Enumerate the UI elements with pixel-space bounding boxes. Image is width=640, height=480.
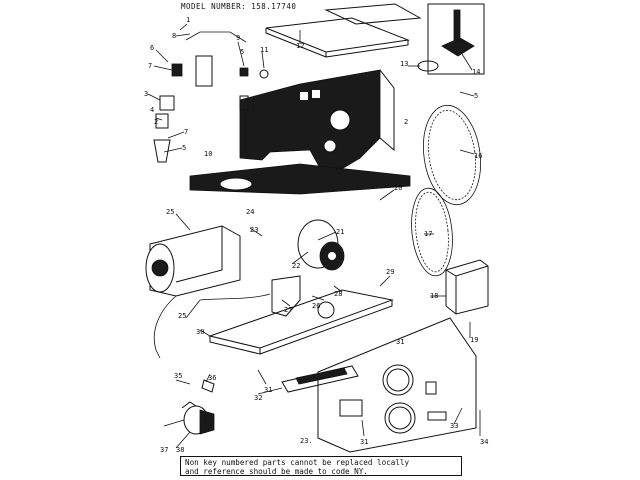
- callout-13: 13: [400, 60, 408, 68]
- spool-pin-assembly: [417, 3, 485, 75]
- machine-bed: [189, 163, 411, 195]
- power-cord: [153, 293, 271, 359]
- callout-37: 37: [160, 446, 168, 454]
- callout-5-right: 5: [474, 92, 478, 100]
- callout-38: 38: [176, 446, 184, 454]
- callout-27: 27: [284, 306, 292, 314]
- callout-19: 19: [470, 336, 478, 344]
- callout-16: 16: [474, 152, 482, 160]
- leader-lines: [147, 23, 481, 449]
- callout-12: 12: [296, 42, 304, 50]
- model-number: 158.17740: [251, 2, 297, 11]
- callout-31-bottom: 31: [360, 438, 368, 446]
- face-plate: [208, 289, 394, 355]
- name-plate: [281, 365, 359, 393]
- light-socket: [181, 379, 215, 435]
- callout-11: 11: [260, 46, 268, 54]
- callout-22: 22: [292, 262, 300, 270]
- page-number: 23.: [300, 437, 313, 445]
- callout-7-mid: 7: [184, 128, 188, 136]
- callout-labels: 1 8 9 6 7 5 11 12 13 14 5 3 4 2 7 5 10 2…: [144, 16, 488, 454]
- callout-17: 17: [424, 230, 432, 238]
- motor: [145, 225, 241, 297]
- callout-35: 35: [174, 372, 182, 380]
- callout-7-top: 7: [148, 62, 152, 70]
- callout-9: 9: [236, 34, 240, 42]
- capacitor-box: [445, 259, 489, 315]
- notice-line-2: and reference should be made to code NY.: [185, 467, 368, 476]
- callout-14: 14: [472, 68, 480, 76]
- callout-34: 34: [480, 438, 488, 446]
- callout-29: 29: [386, 268, 394, 276]
- callout-26: 26: [312, 302, 320, 310]
- callout-28: 28: [334, 290, 342, 298]
- callout-25-top: 25: [166, 208, 174, 216]
- front-cover-panel: [317, 317, 477, 453]
- callout-23: 23: [250, 226, 258, 234]
- callout-5-left: 5: [240, 48, 244, 56]
- callout-8: 8: [172, 32, 176, 40]
- callout-30: 30: [196, 328, 204, 336]
- motor-pulley: [297, 219, 345, 271]
- callout-18: 18: [430, 292, 438, 300]
- small-parts-left: [153, 31, 269, 163]
- notice-line-1: Non key numbered parts cannot be replace…: [185, 458, 410, 467]
- model-number-line: MODEL NUMBER: 158.17740: [181, 2, 296, 11]
- callout-2-right: 2: [404, 118, 408, 126]
- callout-5-mid: 5: [182, 144, 186, 152]
- callout-4: 4: [150, 106, 154, 114]
- callout-33: 33: [450, 422, 458, 430]
- callout-2-left: 2: [154, 118, 158, 126]
- callout-10: 10: [204, 150, 212, 158]
- callout-31-left: 31: [264, 386, 272, 394]
- callout-32: 32: [254, 394, 262, 402]
- callout-6: 6: [150, 44, 154, 52]
- callout-36: 36: [208, 374, 216, 382]
- callout-31-mid: 31: [396, 338, 404, 346]
- callout-21: 21: [336, 228, 344, 236]
- motor-bracket: [271, 275, 301, 317]
- parts-notice-box: Non key numbered parts cannot be replace…: [180, 456, 462, 476]
- callout-24: 24: [246, 208, 254, 216]
- callout-20: 20: [394, 184, 402, 192]
- model-label: MODEL NUMBER:: [181, 2, 247, 11]
- top-cover-plate: [265, 3, 422, 58]
- callout-1: 1: [186, 16, 190, 24]
- drive-belts: [411, 104, 481, 277]
- machine-head: [239, 69, 395, 171]
- callout-3: 3: [144, 90, 148, 98]
- callout-25-bottom: 25: [178, 312, 186, 320]
